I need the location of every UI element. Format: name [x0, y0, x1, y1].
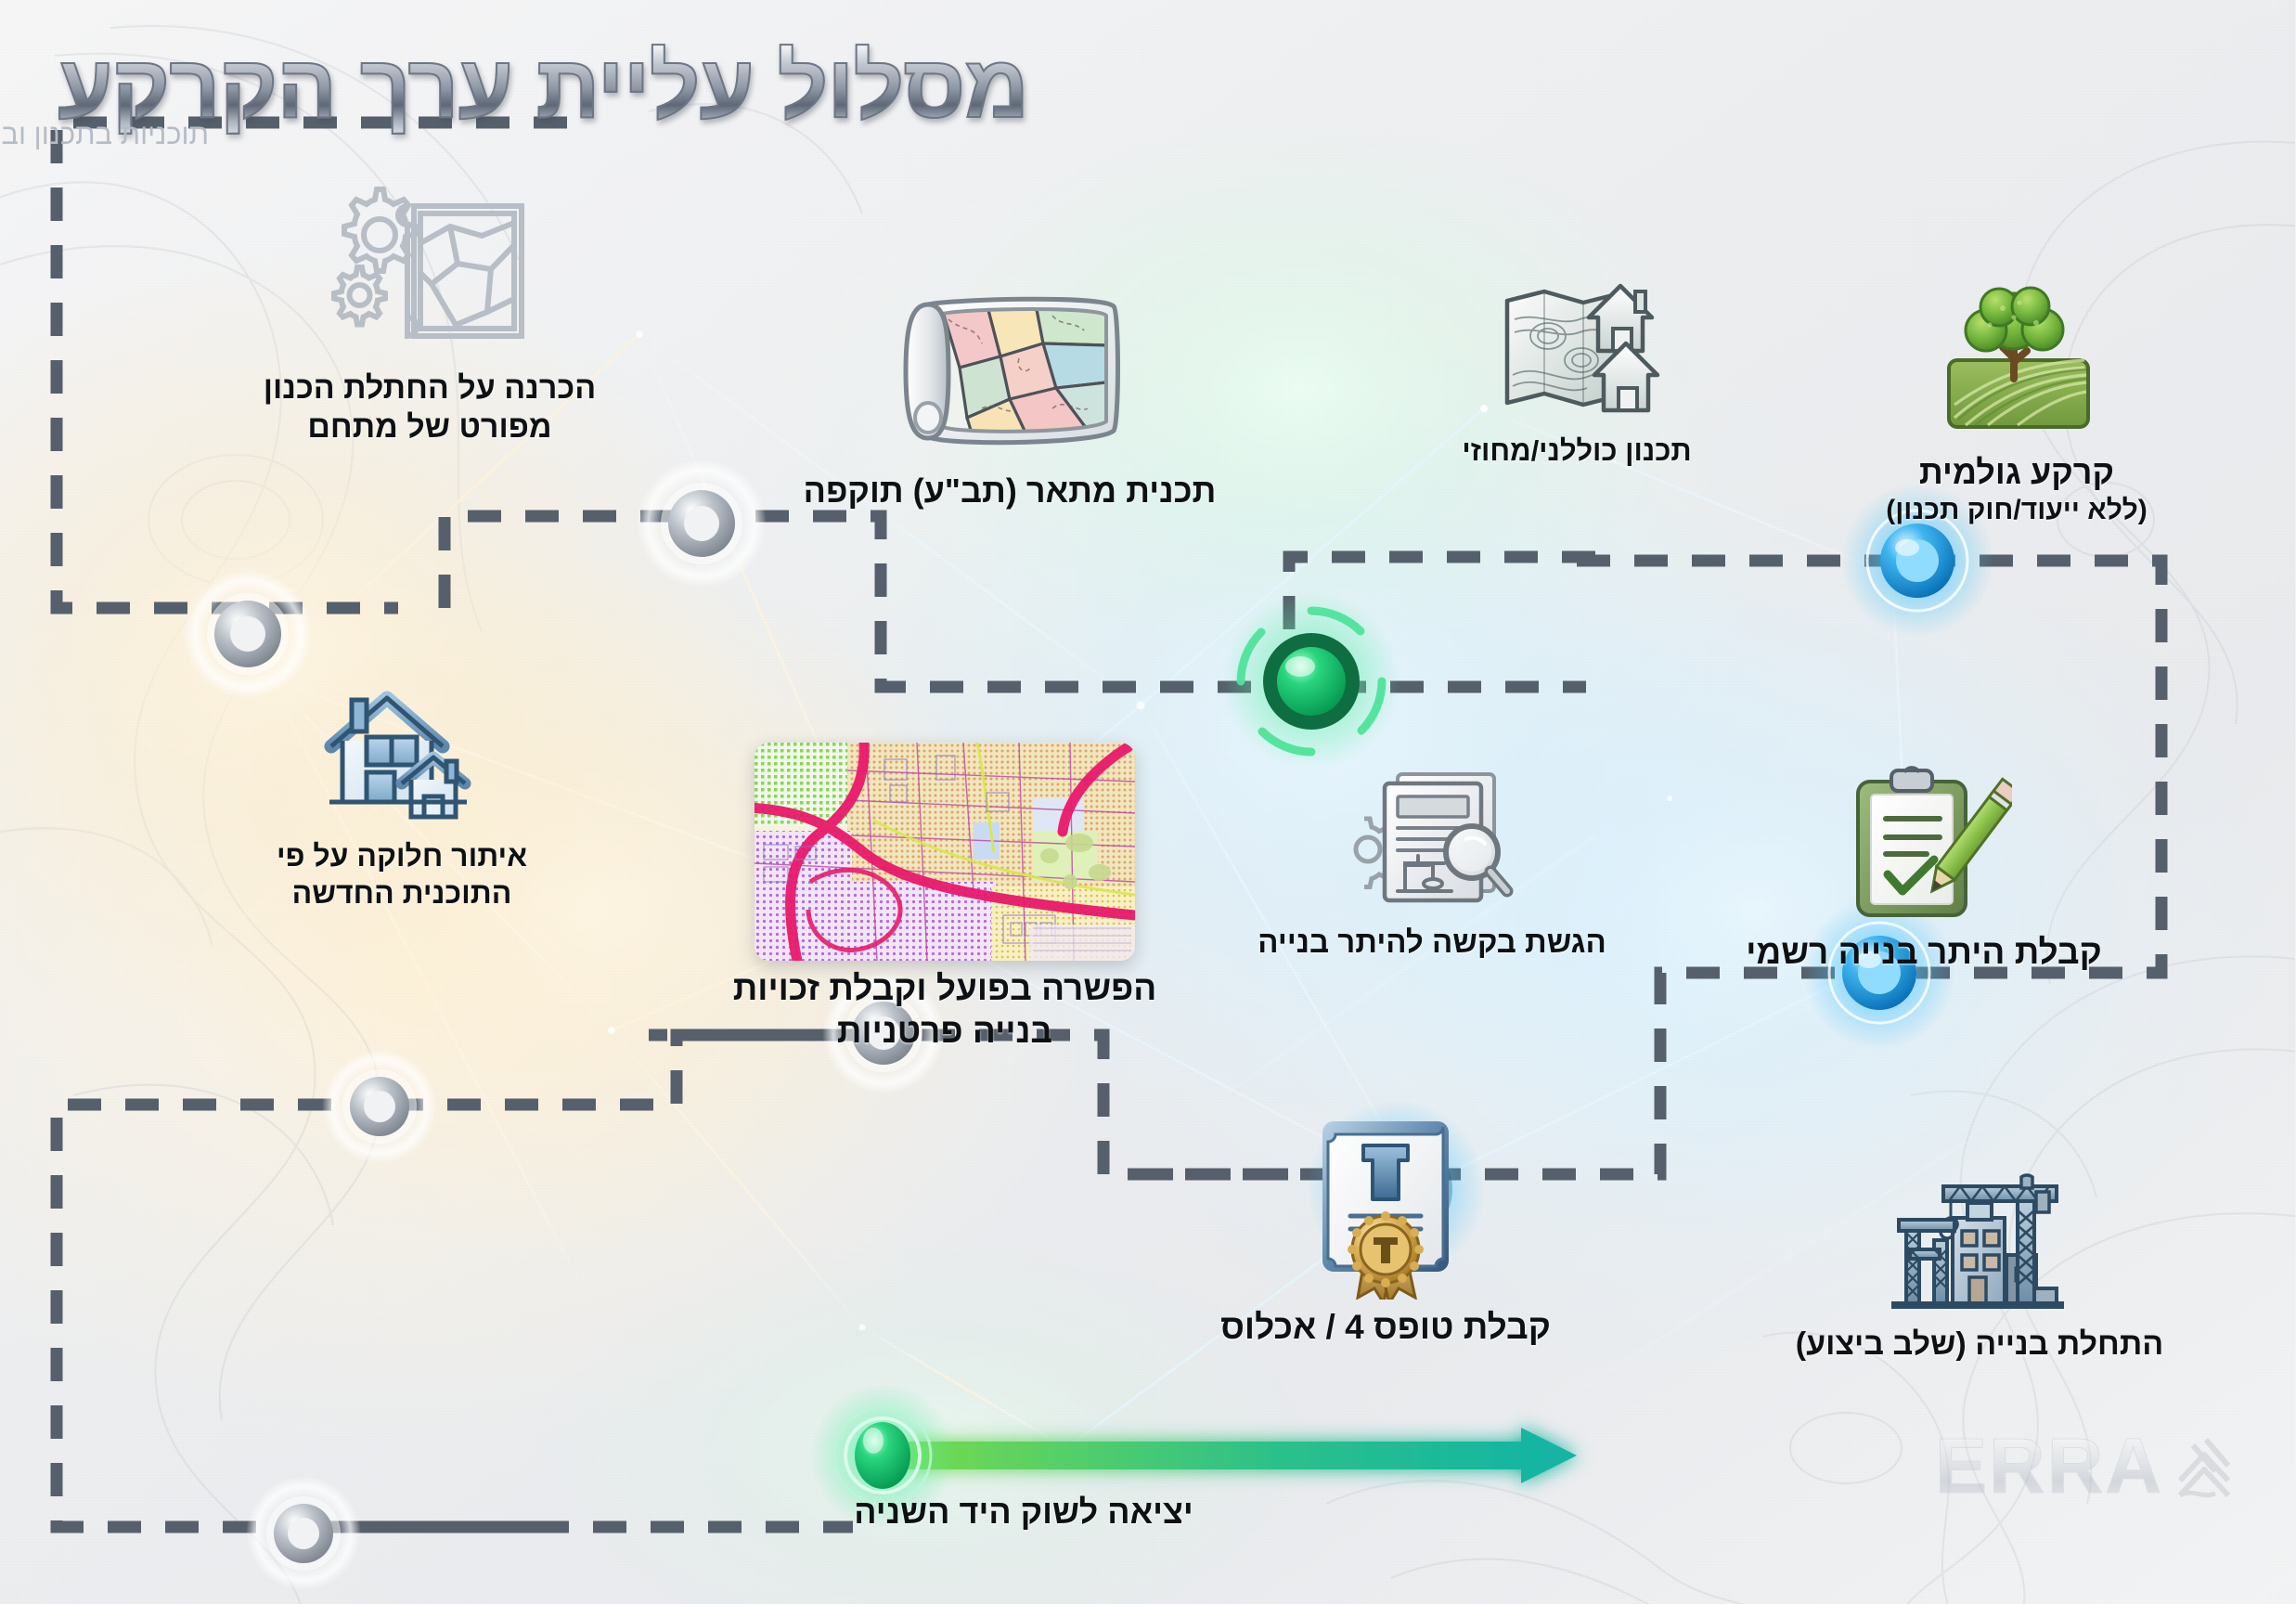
page-title: מסלול עליית ערך הקרקע [58, 42, 1031, 133]
stage-label: הפשרה בפועל וקבלת זכויות [728, 968, 1164, 1009]
stage-outline-plan[interactable]: תכנית מתאר (תב"ע) תוקפה [774, 278, 1247, 511]
stage-sublabel: (ללא ייעוד/חוק תכנון) [1851, 494, 2185, 526]
stage-lot-identification[interactable]: איתור חלוקה על פי התוכנית החדשה [236, 687, 570, 912]
stage-label: קרקע גולמית [1851, 453, 2185, 492]
node-marker-grey-3 [823, 972, 946, 1094]
stage-construction-start[interactable]: התחלת בנייה (שלב ביצוע) [1795, 1160, 2166, 1363]
stage-permit-request[interactable]: הגשת בקשה להיתר בנייה [1247, 761, 1619, 961]
stage-form4-occupancy[interactable]: קבלת טופס 4 / אכלוס [1201, 1114, 1572, 1348]
folded-map-with-houses-icon [1505, 283, 1661, 413]
stage-label: תכנון כוללני/מחוזי [1411, 434, 1745, 469]
stage-detailed-planning-declaration[interactable]: הכרנה על החתלת הכנון מפורט של מתחם [245, 176, 616, 446]
stage-sublabel: התוכנית החדשה [236, 876, 570, 912]
stage-actual-rezoning[interactable]: הפשרה בפועל וקבלת זכויות בנייה פרטניות [728, 743, 1164, 1051]
clipboard-checklist-pencil-icon [1857, 766, 2013, 917]
node-marker-grey-1 [184, 569, 314, 699]
gears-and-parcel-plan-icon [332, 187, 525, 340]
rolled-zoning-plan-icon [904, 296, 1121, 446]
stage-regional-planning[interactable]: תכנון כוללני/מחוזי [1411, 278, 1745, 469]
construction-crane-building-icon [1892, 1173, 2065, 1309]
watermark-text: ERRA [1935, 1427, 2164, 1506]
city-zoning-map-image [755, 743, 1136, 961]
brand-top-label: תוכניות בתכנון ובהכנה-רמ"י [0, 118, 210, 151]
stage-permit-received[interactable]: קבלת היתר בנייה רשמי [1739, 761, 2110, 973]
node-marker-grey-2 [638, 459, 767, 589]
brand-top-right: תוכניות בתכנון ובהכנה-רמ"י [0, 100, 210, 169]
stage-label: איתור חלוקה על פי [236, 839, 570, 874]
blue-houses-icon [325, 691, 472, 820]
node-marker-green-1 [1223, 592, 1401, 770]
permit-document-magnifier-icon [1354, 772, 1515, 903]
stage-label: הכרנה על החתלת הכנון [245, 369, 616, 407]
node-marker-blue-1 [1842, 485, 1994, 637]
node-marker-grey-5 [247, 1476, 362, 1591]
final-arrow-label: יציאה לשוק היד השניה [811, 1493, 1238, 1532]
tree-on-farmland-icon [1948, 286, 2091, 429]
node-marker-blue-2 [1804, 897, 1956, 1049]
stage-label: קבלת היתר בנייה רשמי [1739, 932, 2110, 973]
stage-label: התחלת בנייה (שלב ביצוע) [1795, 1326, 2166, 1363]
erra-logo-mark [2178, 1438, 2232, 1498]
stage-raw-land[interactable]: קרקע גולמית (ללא ייעוד/חוק תכנון) [1851, 278, 2185, 527]
watermark-logo: ERRA [1935, 1427, 2257, 1506]
stage-label: קבלת טופס 4 / אכלוס [1201, 1307, 1572, 1348]
stage-sublabel: מפורט של מתחם [245, 408, 616, 446]
final-gradient-arrow [909, 1428, 1578, 1483]
node-marker-green-2 [811, 1383, 956, 1528]
certificate-gold-seal-icon [1323, 1121, 1450, 1300]
stage-label: תכנית מתאר (תב"ע) תוקפה [774, 472, 1247, 511]
stage-label: הגשת בקשה להיתר בנייה [1247, 925, 1619, 961]
stage-sublabel: בנייה פרטניות [728, 1011, 1164, 1052]
node-marker-grey-4 [323, 1049, 438, 1164]
